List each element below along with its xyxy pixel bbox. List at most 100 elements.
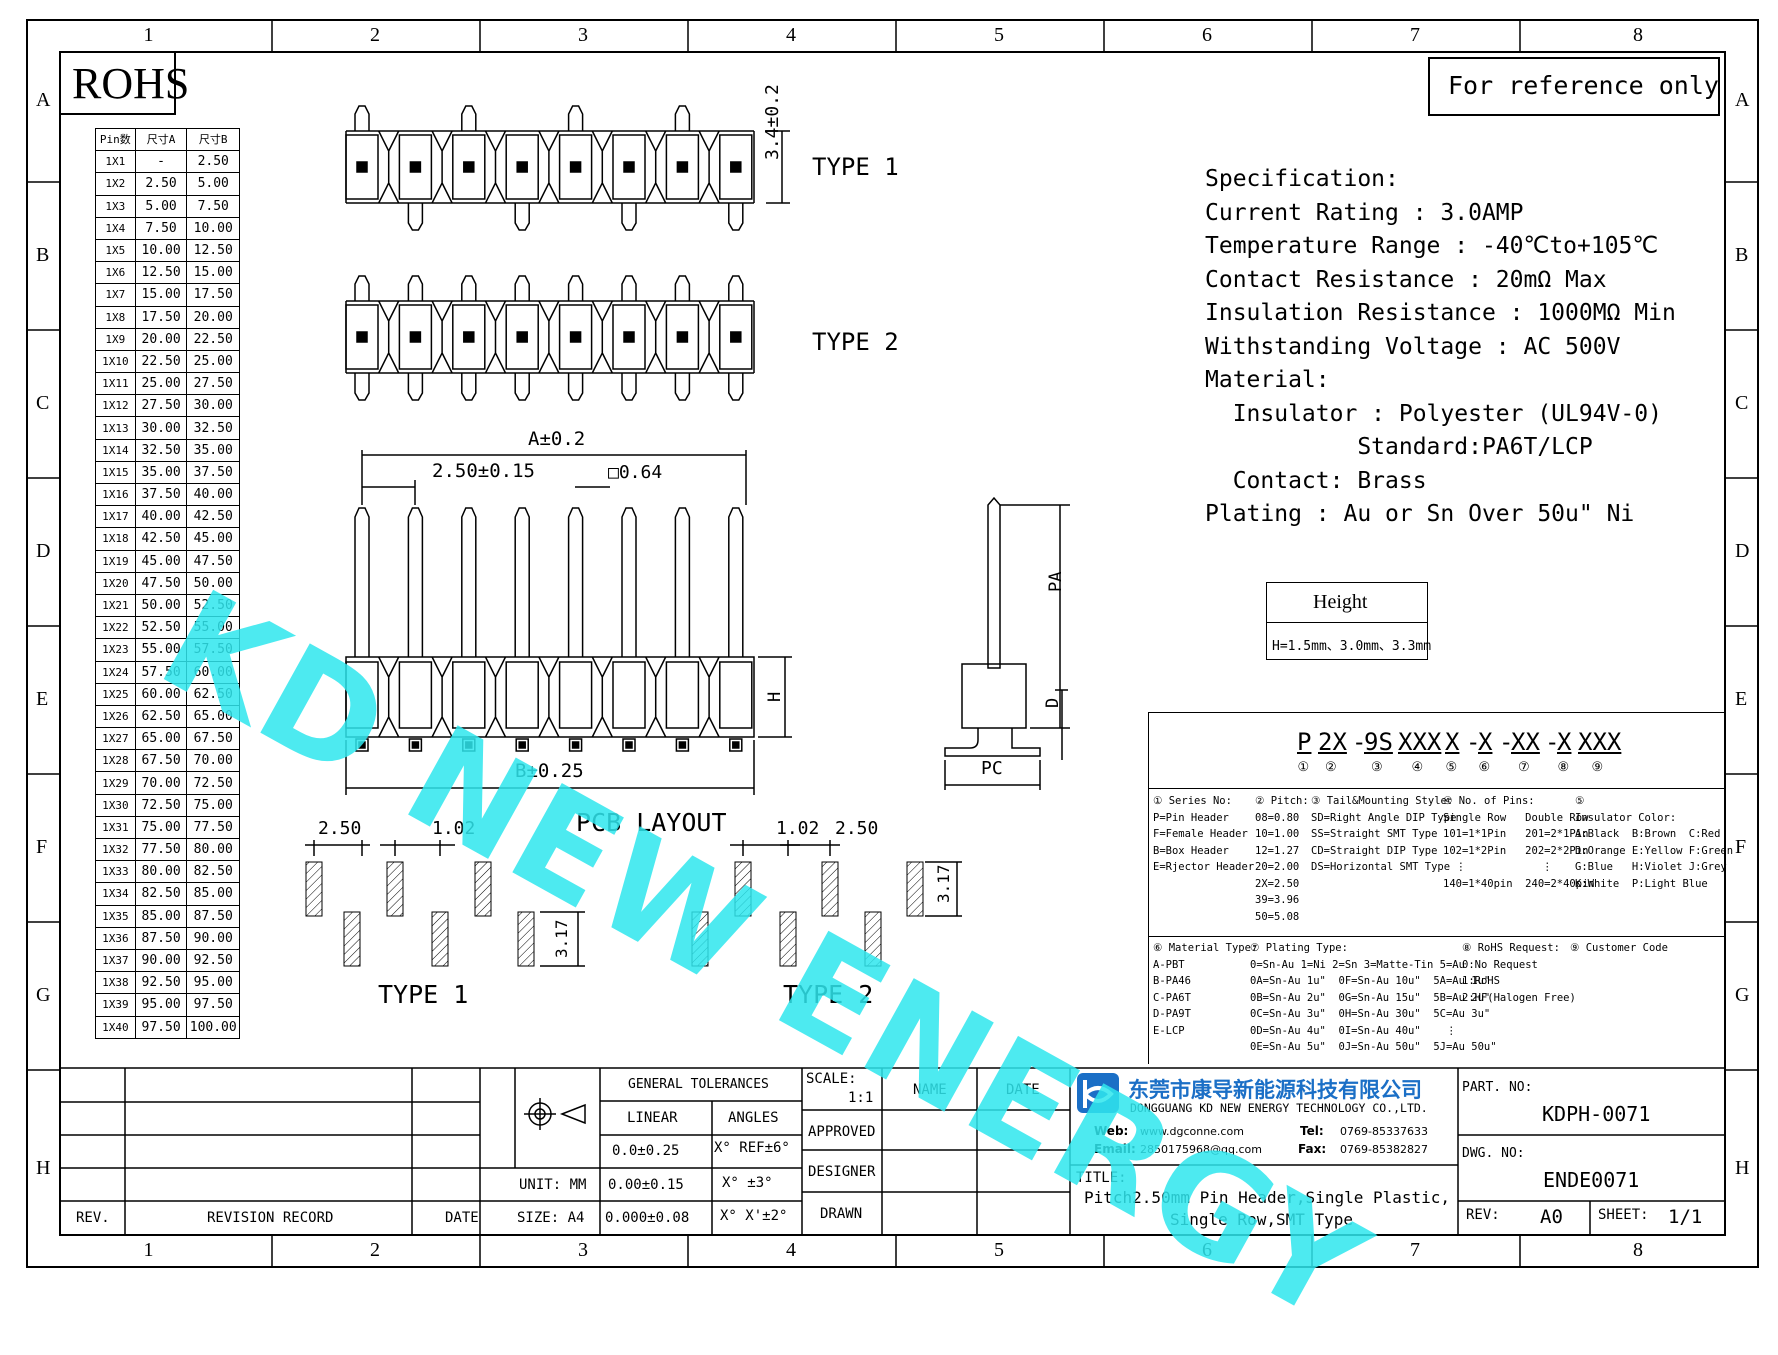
part-code-index: ⑨ [1591, 760, 1604, 775]
grid-col-8-top: 8 [1633, 24, 1643, 46]
legend-line: Single Row Double Row [1443, 811, 1589, 824]
approved-label: APPROVED [808, 1124, 876, 1140]
revision-record-header: REVISION RECORD [207, 1210, 334, 1226]
legend-line: 0:No Request [1462, 958, 1538, 971]
spec-line: Material: [1205, 367, 1330, 393]
tolerance-linear-3: 0.000±0.08 [605, 1210, 690, 1226]
grid-row-A-right: A [1735, 89, 1750, 111]
table-cell: 87.50 [186, 904, 240, 928]
date-header: DATE [445, 1210, 479, 1226]
table-cell: 65.00 [134, 727, 188, 751]
table-cell: 45.00 [186, 527, 240, 551]
spec-line: Contact Resistance : 20mΩ Max [1205, 266, 1607, 293]
legend-line: CD=Straight DIP Type [1311, 844, 1438, 857]
pin-table-header: 尺寸A [134, 127, 188, 152]
grid-row-D-left: D [36, 540, 51, 562]
grid-row-H-left: H [36, 1156, 51, 1179]
table-cell: 1X33 [95, 860, 136, 884]
spec-line: Specification: [1205, 166, 1399, 192]
part-code-segment: XXX [1398, 728, 1442, 756]
type2-label: TYPE 2 [812, 328, 899, 356]
legend-line: ⑤ [1575, 795, 1585, 807]
grid-col-8-bottom: 8 [1633, 1239, 1643, 1261]
table-cell: 60.00 [186, 660, 240, 684]
table-cell: 1X29 [95, 771, 136, 795]
dim-pc-label: PC [981, 758, 1003, 779]
legend-line: 10=1.00 [1255, 828, 1300, 840]
legend-line: ② Pitch: [1255, 795, 1309, 807]
angles-header: ANGLES [728, 1110, 779, 1126]
table-cell: 1X36 [95, 926, 136, 950]
legend-line: B=Box Header [1153, 844, 1229, 857]
grid-row-B-right: B [1735, 244, 1749, 266]
table-cell: 92.50 [134, 971, 188, 995]
table-cell: 82.50 [134, 882, 188, 906]
legend-line: 39=3.96 [1255, 894, 1300, 906]
part-code-segment: P [1297, 728, 1312, 756]
legend-line: D-PA9T [1153, 1008, 1191, 1020]
table-cell: 80.00 [134, 860, 188, 884]
table-cell: 1X13 [95, 416, 136, 440]
legend-line: DS=Horizontal SMT Type [1311, 861, 1451, 873]
table-cell: 27.50 [186, 372, 240, 396]
grid-col-6-bottom: 6 [1202, 1239, 1212, 1261]
legend-line: 12=1.27 [1255, 844, 1300, 857]
dwg-no-value: ENDE0071 [1543, 1168, 1640, 1192]
table-cell: 30.00 [134, 416, 188, 440]
legend-line: ⋮ ⋮ [1443, 861, 1553, 873]
technical-drawing [305, 105, 1070, 967]
reference-badge: For reference only [1428, 57, 1720, 116]
grid-col-1-top: 1 [143, 24, 154, 46]
legend-line: B-PA46 [1153, 975, 1191, 987]
part-code-area [1148, 712, 1725, 1064]
legend-line: SD=Right Angle DIP Type [1311, 811, 1457, 824]
pcb-layout-label: PCB LAYOUT [576, 808, 727, 837]
table-cell: 65.00 [186, 704, 240, 729]
pcb-102-right: 1.02 [776, 818, 820, 839]
projection-symbol [524, 1098, 586, 1130]
legend-line: A-PBT [1153, 958, 1185, 971]
legend-line: E=Rjector Header [1153, 861, 1255, 873]
table-cell: 77.50 [186, 815, 240, 840]
date2-header: DATE [1006, 1082, 1040, 1098]
part-code-index: ⑦ [1518, 760, 1530, 775]
dim-pitch-label: 2.50±0.15 [432, 460, 535, 482]
table-cell: 32.50 [186, 416, 240, 440]
legend-line: Insulator Color: [1575, 811, 1677, 824]
legend-line: 50=5.08 [1255, 910, 1300, 923]
table-cell: 1X34 [95, 882, 136, 906]
table-cell: 42.50 [186, 505, 240, 529]
title-line2: Single Row,SMT Type [1170, 1210, 1354, 1229]
table-cell: 70.00 [186, 749, 240, 773]
legend-line: ⑧ RoHS Request: [1462, 942, 1560, 954]
table-cell: 20.00 [186, 305, 240, 329]
part-code-segment: X [1478, 728, 1493, 756]
spec-line: Insulator : Polyester (UL94V-0) [1205, 400, 1662, 427]
web-label: Web: [1094, 1124, 1129, 1138]
grid-row-A-left: A [36, 89, 51, 111]
table-cell: 92.50 [186, 948, 240, 973]
legend-line: A:Black B:Brown C:Red [1575, 828, 1721, 840]
legend-line: F=Female Header [1153, 828, 1248, 840]
rohs-badge: ROHS [60, 52, 189, 115]
legend-line: 101=1*1Pin 201=2*1Pin [1443, 828, 1589, 840]
table-cell: 1X22 [95, 616, 136, 640]
sheet-value: 1/1 [1668, 1206, 1703, 1228]
height-value: H=1.5mm、3.0mm、3.3mm [1272, 639, 1432, 654]
part-code-index: ① [1297, 760, 1310, 775]
table-cell: 85.00 [134, 904, 188, 928]
rev-value: A0 [1540, 1206, 1563, 1228]
legend-line: P=Pin Header [1153, 811, 1229, 824]
part-code-index: ③ [1371, 760, 1383, 775]
table-cell: 62.50 [186, 682, 240, 706]
table-cell: 1X37 [95, 948, 136, 973]
table-cell: 97.50 [134, 1015, 188, 1039]
legend-line: ⑦ Plating Type: [1250, 942, 1348, 954]
